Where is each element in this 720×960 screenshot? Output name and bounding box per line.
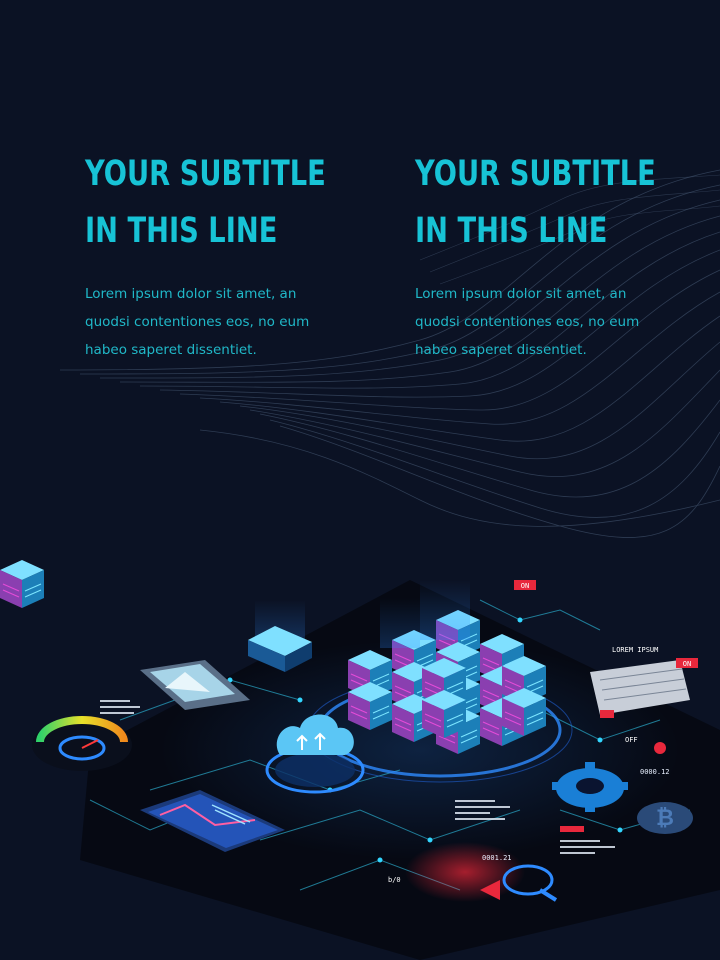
off-label: OFF — [625, 736, 638, 744]
cloud-upload-icon — [265, 714, 365, 794]
left-column: YOUR SUBTITLE IN THIS LINE Lorem ipsum d… — [85, 146, 335, 364]
body-line-3: habeo saperet dissentiet. — [85, 342, 257, 358]
on-label-top: ON — [521, 582, 529, 590]
body-text: Lorem ipsum dolor sit amet, an quodsi co… — [415, 280, 665, 364]
photo-card-icon — [140, 660, 250, 710]
body-line-3: habeo saperet dissentiet. — [415, 342, 587, 358]
body-line-2: quodsi contentiones eos, no eum — [85, 314, 310, 330]
gauge-icon — [32, 716, 132, 771]
counter-1: 0001.21 — [482, 854, 512, 862]
svg-text:₿: ₿ — [656, 806, 674, 831]
body-text: Lorem ipsum dolor sit amet, an quodsi co… — [85, 280, 335, 364]
subtitle-line-2: IN THIS LINE — [415, 211, 608, 251]
floating-server-cube — [248, 600, 312, 672]
illustration-labels: ON ON LOREM IPSUM OFF b/0 0001.21 0000.1… — [388, 580, 698, 884]
subtitle-line-1: YOUR SUBTITLE — [415, 154, 656, 194]
on-label-right: ON — [683, 660, 691, 668]
server-rack — [590, 660, 690, 715]
gear-icon — [552, 762, 628, 812]
body-line-1: Lorem ipsum dolor sit amet, an — [85, 286, 297, 302]
datacenter-illustration: ₿ ON ON LOREM IPSUM OFF b/0 0001.21 0000… — [0, 560, 720, 960]
flow-lines-decoration — [59, 169, 720, 538]
server-stack-icon — [0, 560, 547, 755]
b0-label: b/0 — [388, 876, 401, 884]
data-text-blocks — [100, 700, 615, 854]
right-column: YOUR SUBTITLE IN THIS LINE Lorem ipsum d… — [415, 146, 665, 364]
bitcoin-icon: ₿ — [637, 802, 693, 834]
subtitle-line-1: YOUR SUBTITLE — [85, 154, 326, 194]
counter-2: 0000.12 — [640, 768, 670, 776]
red-accents — [480, 710, 666, 900]
lorem-ipsum-label: LOREM IPSUM — [612, 646, 658, 654]
chart-card-icon — [140, 790, 285, 852]
subtitle-line-2: IN THIS LINE — [85, 211, 278, 251]
body-line-2: quodsi contentiones eos, no eum — [415, 314, 640, 330]
body-line-1: Lorem ipsum dolor sit amet, an — [415, 286, 627, 302]
